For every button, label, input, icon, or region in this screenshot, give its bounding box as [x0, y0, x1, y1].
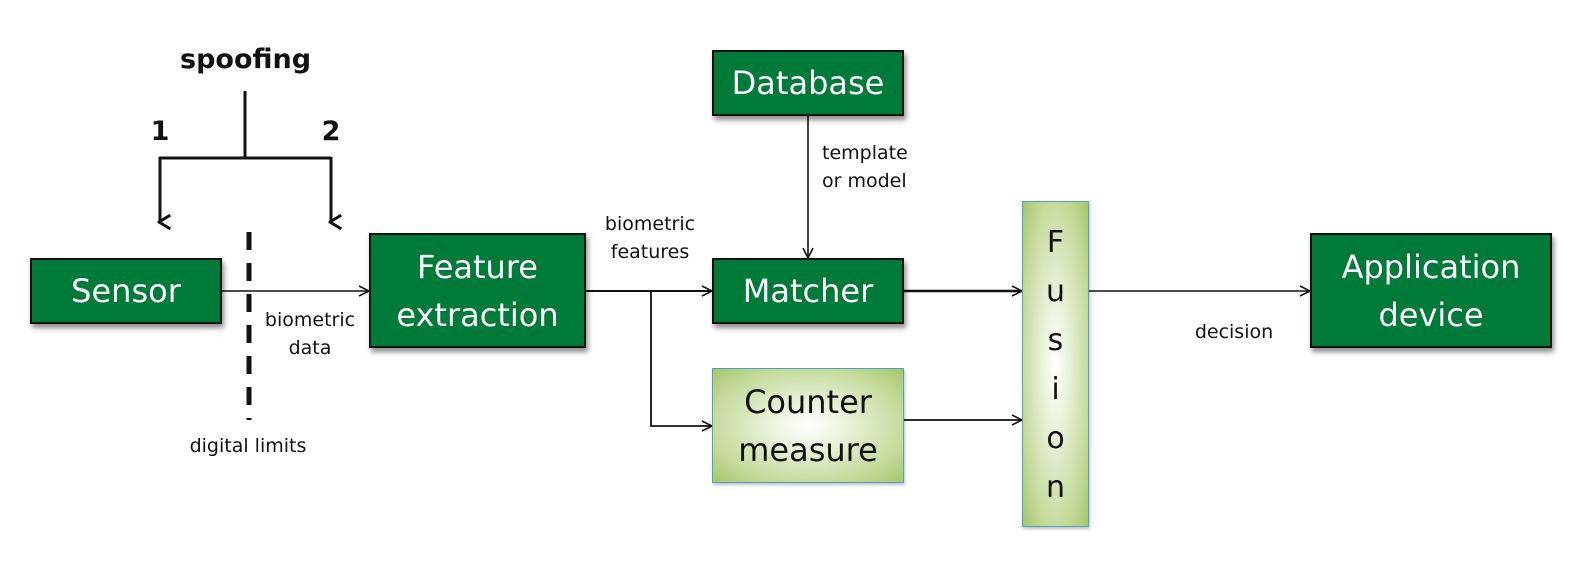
node-application-device: Application device: [1310, 233, 1552, 348]
label-biometric-features-line1: biometric: [604, 213, 696, 235]
label-biometric-data-line2: data: [288, 337, 332, 359]
node-matcher: Matcher: [712, 258, 904, 324]
label-biometric-data-line1: biometric: [264, 309, 356, 331]
label-spoof-point-1: 1: [150, 116, 170, 147]
node-fusion-letter: u: [1045, 273, 1065, 309]
node-fusion-letter: o: [1046, 420, 1065, 456]
label-template-or-model-line2: or model: [822, 170, 907, 192]
label-spoof-point-2: 2: [321, 116, 341, 147]
node-fusion-letter: s: [1047, 322, 1064, 358]
label-decision: decision: [1194, 321, 1274, 343]
node-counter-measure: Counter measure: [712, 368, 904, 483]
node-fusion-letter: n: [1045, 469, 1065, 505]
node-database: Database: [712, 50, 904, 116]
node-counter-measure-line1: Counter: [744, 382, 872, 421]
node-sensor: Sensor: [30, 258, 222, 324]
label-digital-limits: digital limits: [189, 435, 307, 457]
node-fusion: F u s i o n: [1022, 201, 1089, 527]
label-biometric-features: biometric features: [596, 210, 704, 266]
node-feature-extraction-line2: extraction: [396, 295, 559, 334]
node-application-device-line1: Application: [1341, 247, 1521, 286]
label-spoofing: spoofing: [180, 44, 312, 75]
label-template-or-model-line1: template: [822, 142, 908, 164]
label-biometric-data: biometric data: [256, 306, 364, 362]
edge-feature-countermeasure: [650, 291, 712, 426]
label-template-or-model: template or model: [822, 139, 918, 195]
node-fusion-letter: F: [1046, 224, 1065, 260]
node-database-label: Database: [731, 64, 885, 102]
node-sensor-label: Sensor: [71, 272, 181, 310]
node-feature-extraction: Feature extraction: [369, 233, 586, 348]
node-feature-extraction-line1: Feature: [417, 247, 538, 286]
label-biometric-features-line2: features: [610, 241, 690, 263]
node-matcher-label: Matcher: [742, 272, 874, 310]
node-counter-measure-line2: measure: [738, 430, 878, 469]
node-fusion-letter: i: [1051, 371, 1060, 407]
node-application-device-line2: device: [1378, 295, 1484, 334]
